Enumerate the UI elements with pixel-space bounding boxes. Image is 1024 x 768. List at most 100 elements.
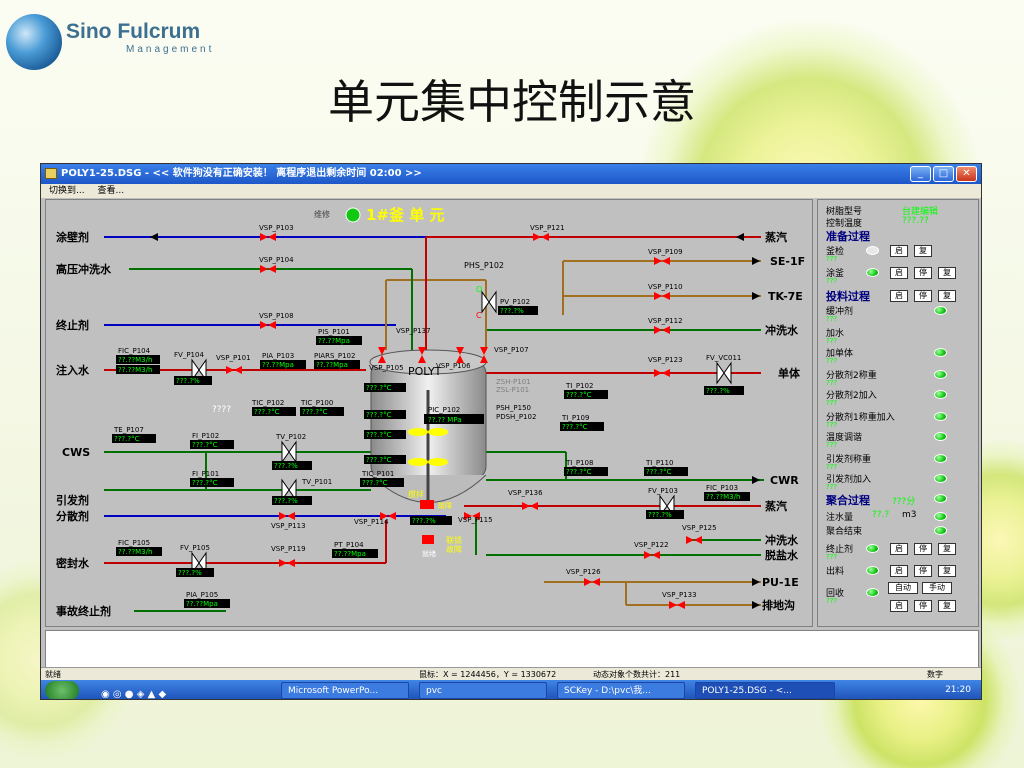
valve-vsp-p107[interactable] bbox=[480, 347, 488, 363]
recover-stop-button[interactable]: 停 bbox=[914, 600, 932, 612]
valve-vsp-p119[interactable] bbox=[279, 559, 295, 567]
valve-vsp-p136[interactable] bbox=[522, 502, 538, 510]
valve-vsp-p101[interactable] bbox=[226, 366, 242, 374]
close-button[interactable]: ✕ bbox=[956, 166, 977, 182]
recover-label: 回收 bbox=[826, 589, 845, 599]
taskbar-item-powerpoint[interactable]: Microsoft PowerPo... bbox=[281, 682, 409, 699]
taskbar-item-sckey[interactable]: SCKey - D:\pvc\我... bbox=[557, 682, 685, 699]
control-valve-tv-p101[interactable] bbox=[281, 478, 297, 502]
unknown-readout: ???? bbox=[212, 405, 231, 415]
readout-te-p107: ???.?°C bbox=[114, 435, 140, 443]
tag-vsp-p126: VSP_P126 bbox=[566, 568, 601, 576]
menu-item-switch[interactable]: 切换到... bbox=[49, 186, 85, 196]
tag-tv-p101: TV_P101 bbox=[301, 478, 332, 486]
valve-vsp-p126[interactable] bbox=[584, 578, 600, 586]
tag-fic-p105: FIC_P105 bbox=[118, 539, 150, 547]
start-button[interactable] bbox=[45, 681, 79, 699]
restore-button[interactable]: □ bbox=[933, 166, 954, 182]
tag-vsp-p106: VSP_P106 bbox=[436, 362, 471, 370]
unit-title: 1#釜 单 元 bbox=[366, 206, 444, 224]
resin-model-value[interactable]: 台建编辑 bbox=[902, 207, 939, 217]
status-object-count: 动态对象个数共计：211 bbox=[593, 670, 681, 679]
valve-vsp-p114[interactable] bbox=[380, 512, 396, 520]
kettle-check-start-button[interactable]: 启 bbox=[890, 245, 908, 257]
quick-launch-icons[interactable]: ◉ ◎ ● ◈ ▲ ◆ bbox=[101, 689, 167, 700]
valve-vsp-p104[interactable] bbox=[260, 265, 276, 273]
label-se1f: SE-1F bbox=[770, 255, 805, 268]
valve-vsp-p115[interactable] bbox=[464, 512, 480, 520]
recover-reset-button[interactable]: 复 bbox=[938, 600, 956, 612]
readout-box bbox=[272, 496, 312, 505]
valve-vsp-p108[interactable] bbox=[260, 321, 276, 329]
control-valve-tv-p102[interactable] bbox=[281, 440, 297, 464]
water-volume-value: ??.? bbox=[872, 510, 890, 520]
taskbar-item-poly[interactable]: POLY1-25.DSG - <... bbox=[695, 682, 835, 699]
valve-vsp-p106[interactable] bbox=[456, 347, 464, 363]
feed-reset-button[interactable]: 复 bbox=[938, 290, 956, 302]
arrow-icon bbox=[752, 257, 760, 265]
recover-auto-button[interactable]: 自动 bbox=[888, 582, 918, 594]
recover-manual-button[interactable]: 手动 bbox=[922, 582, 952, 594]
tag-fv-p104: FV_P104 bbox=[174, 351, 204, 359]
kettle-check-reset-button[interactable]: 复 bbox=[914, 245, 932, 257]
discharge-stop-button[interactable]: 停 bbox=[914, 565, 932, 577]
valve-vsp-p110[interactable] bbox=[654, 292, 670, 300]
valve-vsp-p109[interactable] bbox=[654, 257, 670, 265]
valve-vsp-p103[interactable] bbox=[260, 233, 276, 241]
discharge-start-button[interactable]: 启 bbox=[890, 565, 908, 577]
valve-vsp-p112[interactable] bbox=[654, 326, 670, 334]
tag-ti-p110: TI_P110 bbox=[645, 459, 673, 467]
recover-start-button[interactable]: 启 bbox=[890, 600, 908, 612]
label-steam-top: 蒸汽 bbox=[765, 230, 787, 244]
window-titlebar[interactable]: POLY1-25.DSG - << 软件狗没有正确安装！ 离程序退出剩余时间 0… bbox=[41, 164, 981, 184]
tag-vsp-p136: VSP_P136 bbox=[508, 489, 543, 497]
agitator-fault-indicator[interactable] bbox=[420, 500, 434, 509]
control-temp-value[interactable]: ???.?? bbox=[902, 216, 929, 226]
valve-vsp-p133[interactable] bbox=[669, 601, 685, 609]
clock: 21:20 bbox=[945, 685, 971, 695]
readout-box bbox=[560, 422, 604, 431]
readout-box bbox=[190, 440, 234, 449]
readout-reactor-temp-2: ???.?°C bbox=[366, 431, 392, 439]
interlock-indicator[interactable] bbox=[422, 535, 434, 544]
valve-vsp-p137[interactable] bbox=[418, 347, 426, 363]
taskbar-item-pvc[interactable]: pvc bbox=[419, 682, 547, 699]
menu-item-view[interactable]: 查看... bbox=[97, 186, 125, 196]
readout-box bbox=[644, 467, 688, 476]
globe-icon bbox=[6, 14, 62, 70]
coat-reset-button[interactable]: 复 bbox=[938, 267, 956, 279]
readout-fv-p105: ???.?% bbox=[178, 569, 202, 577]
label-dispersant: 分散剂 bbox=[56, 509, 89, 523]
feed-start-button[interactable]: 启 bbox=[890, 290, 908, 302]
label-injection-water: 注入水 bbox=[56, 363, 90, 377]
coat-start-button[interactable]: 启 bbox=[890, 267, 908, 279]
readout-box bbox=[272, 461, 312, 470]
label-cws: CWS bbox=[62, 446, 90, 459]
control-valve-pv-p102[interactable] bbox=[481, 290, 497, 314]
agitator-fault-label: 故障 bbox=[438, 501, 452, 510]
valve-vsp-p123[interactable] bbox=[654, 369, 670, 377]
valve-vsp-p122[interactable] bbox=[644, 551, 660, 559]
terminator-start-button[interactable]: 启 bbox=[890, 543, 908, 555]
readout-box bbox=[646, 510, 684, 519]
minimize-button[interactable]: _ bbox=[910, 166, 931, 182]
prep-process-heading: 准备过程 bbox=[826, 230, 870, 243]
coat-led bbox=[866, 268, 879, 277]
control-valve-fv-p104[interactable] bbox=[191, 358, 207, 382]
tag-vsp-p104: VSP_P104 bbox=[259, 256, 294, 264]
readout-box bbox=[364, 410, 406, 419]
valve-vsp-p125[interactable] bbox=[686, 536, 702, 544]
control-valve-fv-vc011[interactable] bbox=[716, 361, 732, 385]
discharge-reset-button[interactable]: 复 bbox=[938, 565, 956, 577]
feed-stop-button[interactable]: 停 bbox=[914, 290, 932, 302]
valve-vsp-p121[interactable] bbox=[533, 233, 549, 241]
app-icon bbox=[45, 168, 57, 179]
coat-stop-button[interactable]: 停 bbox=[914, 267, 932, 279]
tag-fi-p101: FI_P101 bbox=[192, 470, 219, 478]
readout-box bbox=[564, 467, 608, 476]
terminator-reset-button[interactable]: 复 bbox=[938, 543, 956, 555]
valve-vsp-p105[interactable] bbox=[378, 347, 386, 363]
maintenance-indicator[interactable] bbox=[345, 207, 361, 223]
terminator-stop-button[interactable]: 停 bbox=[914, 543, 932, 555]
valve-vsp-p113[interactable] bbox=[279, 512, 295, 520]
